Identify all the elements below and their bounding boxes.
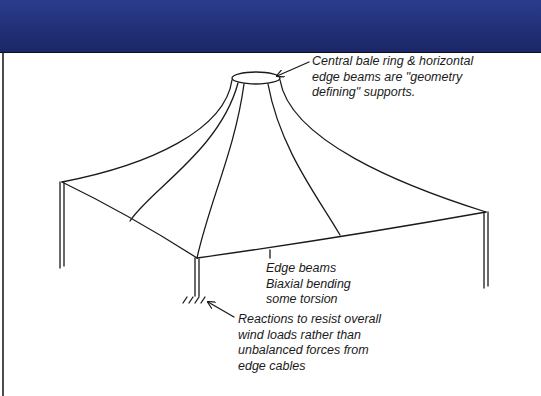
edge-beam [197,212,486,258]
membrane-seam [130,83,238,221]
membrane-edge [62,80,232,182]
slide-rule [2,52,4,396]
post [60,182,64,268]
annotation-note: Reactions to resist overall wind loads r… [238,312,398,374]
edge-beam [62,182,197,258]
post [484,212,488,288]
annotation-note: Central bale ring & horizontal edge beam… [312,54,477,101]
leader-arrow [208,302,234,317]
annotation-note: Edge beams Biaxial bending some torsion [266,261,376,308]
title-band [0,0,541,52]
post [195,258,199,296]
membrane-seam [197,84,244,258]
leader-arrow [277,62,309,76]
band-rule [0,52,541,53]
ground-hatch [183,297,205,303]
membrane-seam [268,84,340,235]
membrane-edge [280,80,486,212]
bale-ring [232,72,280,84]
leader-line [269,250,270,258]
